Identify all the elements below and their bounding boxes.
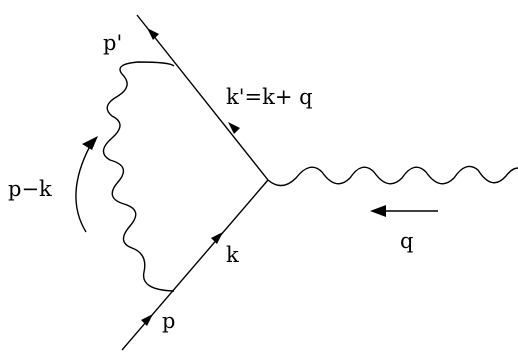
label-k-prime: k'=k+ q [226, 85, 313, 109]
k-arrow [211, 232, 223, 244]
p-out-arrow [147, 28, 159, 40]
loop-photon [102, 61, 175, 292]
label-q: q [400, 229, 413, 253]
outgoing-fermion-line [136, 14, 269, 181]
loop-momentum-arc [75, 145, 91, 233]
label-loop-momentum: p−k [8, 177, 52, 201]
label-p-in: p [162, 309, 175, 333]
loop-momentum-arrow [82, 136, 98, 150]
k-prime-arrow [228, 122, 240, 134]
label-p-out: p' [103, 31, 122, 55]
external-photon [267, 165, 518, 187]
incoming-fermion-line [121, 179, 269, 351]
label-k: k [226, 243, 239, 267]
p-in-arrow [141, 314, 153, 326]
q-arrow-head [370, 205, 386, 217]
